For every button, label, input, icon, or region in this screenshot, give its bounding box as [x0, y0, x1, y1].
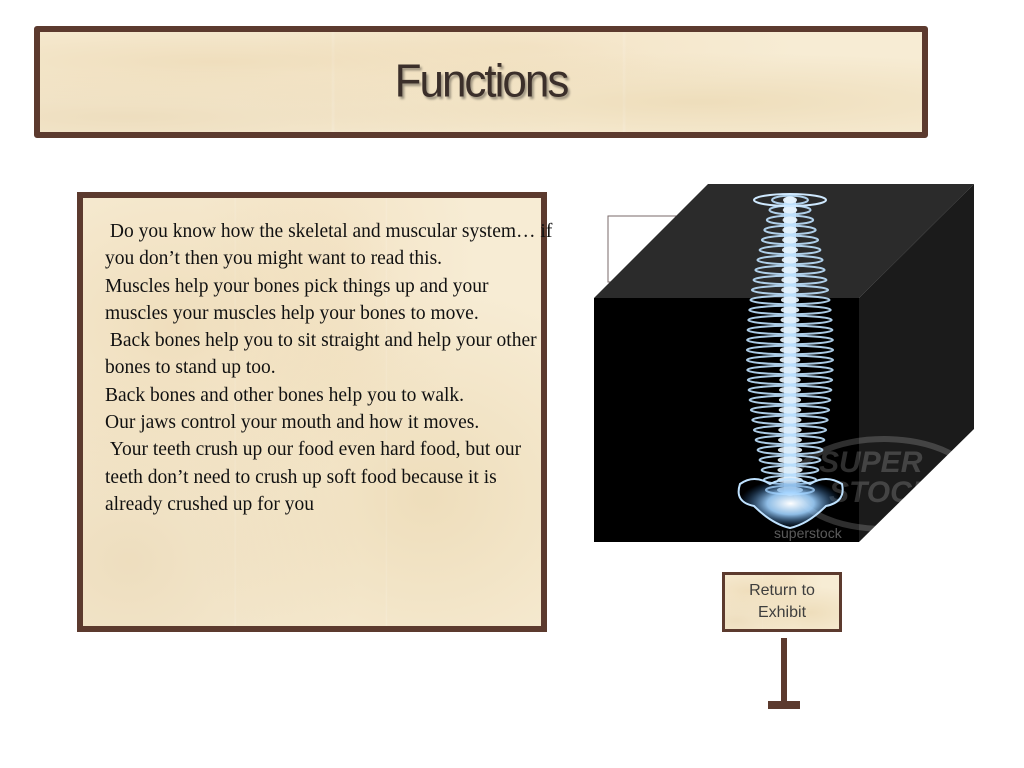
text-panel: Do you know how the skeletal and muscula… — [77, 192, 552, 632]
title-banner: Functions — [34, 26, 928, 138]
body-text: Do you know how the skeletal and muscula… — [105, 218, 553, 518]
paragraph: Do you know how the skeletal and muscula… — [105, 221, 558, 270]
watermark-text-3: superstock — [774, 525, 843, 541]
return-button-label: Return to Exhibit — [749, 582, 815, 621]
watermark-logo: SUPER STOCK — [791, 436, 974, 532]
sign-post — [781, 638, 787, 704]
spine-xray-image: SUPER STOCK superstock — [594, 184, 974, 542]
spine-image-cube: SUPER STOCK superstock — [594, 184, 974, 544]
paragraph: Your teeth crush up our food even hard f… — [105, 439, 526, 515]
watermark-text-2: STOCK — [829, 476, 936, 509]
page-title: Functions — [394, 55, 570, 108]
watermark-text-1: SUPER — [819, 446, 923, 479]
return-to-exhibit-button[interactable]: Return to Exhibit — [722, 572, 842, 632]
cube-side-face — [859, 184, 974, 542]
paragraph: Back bones help you to sit straight and … — [105, 330, 542, 379]
sign-base — [768, 701, 800, 709]
paragraph: Our jaws control your mouth and how it m… — [105, 412, 480, 434]
spine-illustration — [737, 193, 844, 530]
paragraph: Muscles help your bones pick things up a… — [105, 275, 494, 324]
paragraph: Back bones and other bones help you to w… — [105, 384, 465, 406]
